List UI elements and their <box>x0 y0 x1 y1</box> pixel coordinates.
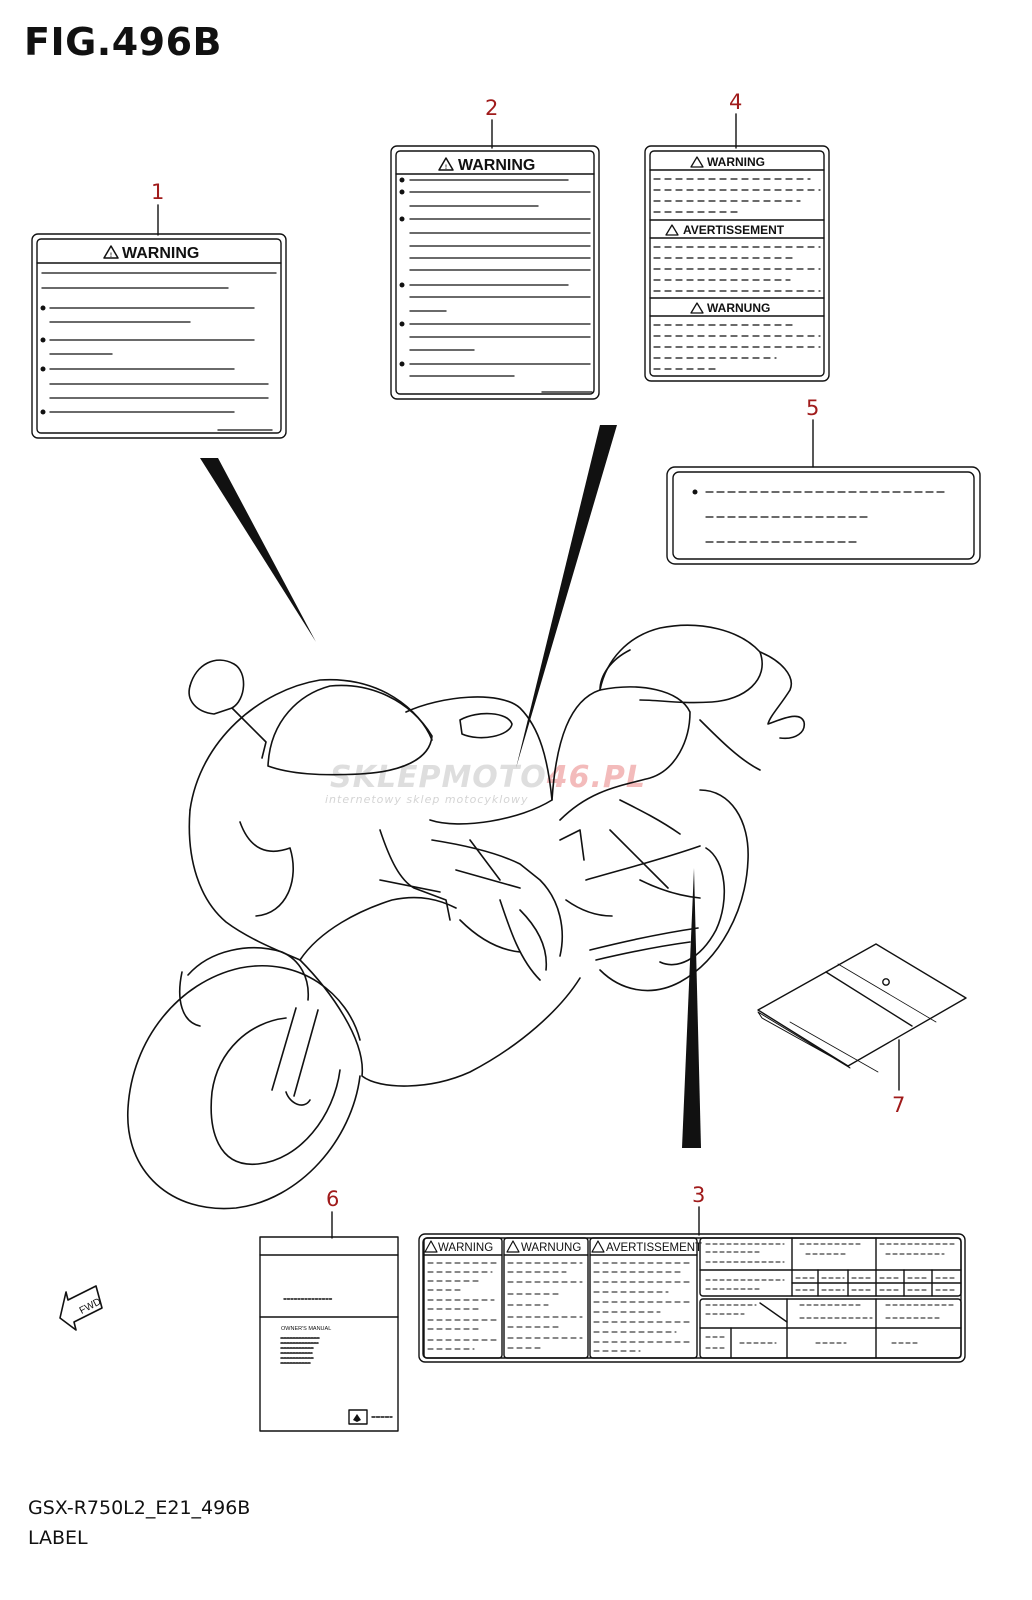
callout-7: 7 <box>892 1093 906 1117</box>
footer-section-label: LABEL <box>28 1527 88 1549</box>
callout-6: 6 <box>326 1187 340 1211</box>
label-4-heading-de: WARNUNG <box>707 301 770 315</box>
callout-1: 1 <box>151 180 165 204</box>
label-3-heading-fr: AVERTISSEMENT <box>606 1242 702 1254</box>
label-6-owners-manual: OWNER'S MANUAL <box>259 1236 399 1432</box>
callout-3: 3 <box>692 1183 706 1207</box>
label-2-heading: WARNING <box>458 157 535 174</box>
label-1-heading: WARNING <box>122 245 199 262</box>
figure-title: FIG.496B <box>24 20 223 64</box>
watermark-tagline: internetowy sklep motocyklowy <box>325 793 529 806</box>
watermark-brand: SKLEPMOTO46.PL <box>330 760 647 795</box>
footer-model-code: GSX-R750L2_E21_496B <box>28 1497 251 1519</box>
label-3-heading-de: WARNUNG <box>521 1242 581 1254</box>
label-4-heading-en: WARNING <box>707 155 765 169</box>
motorcycle-outline <box>127 624 805 1210</box>
item-7-sheet <box>757 943 967 1073</box>
callout-4: 4 <box>729 90 743 114</box>
label-3-combined: WARNING WARNUNG AVERTISSEMENT <box>418 1233 966 1363</box>
label-5 <box>666 466 981 565</box>
label-4-heading-fr: AVERTISSEMENT <box>683 223 785 237</box>
label-1-warning: ! WARNING <box>31 233 287 439</box>
pointer-wedges <box>200 425 701 1148</box>
svg-text:!: ! <box>110 253 112 259</box>
leader-lines <box>157 113 900 1239</box>
svg-text:!: ! <box>445 165 447 171</box>
label-3-heading-en: WARNING <box>438 1242 493 1254</box>
owners-manual-title: OWNER'S MANUAL <box>281 1326 331 1332</box>
fwd-arrow-icon: FWD <box>59 1285 103 1331</box>
callout-5: 5 <box>806 396 820 420</box>
callout-2: 2 <box>485 96 499 120</box>
label-4-trilingual: WARNING AVERTISSEMENT WARNUNG <box>644 145 830 382</box>
label-2-warning: ! WARNING <box>390 145 600 400</box>
